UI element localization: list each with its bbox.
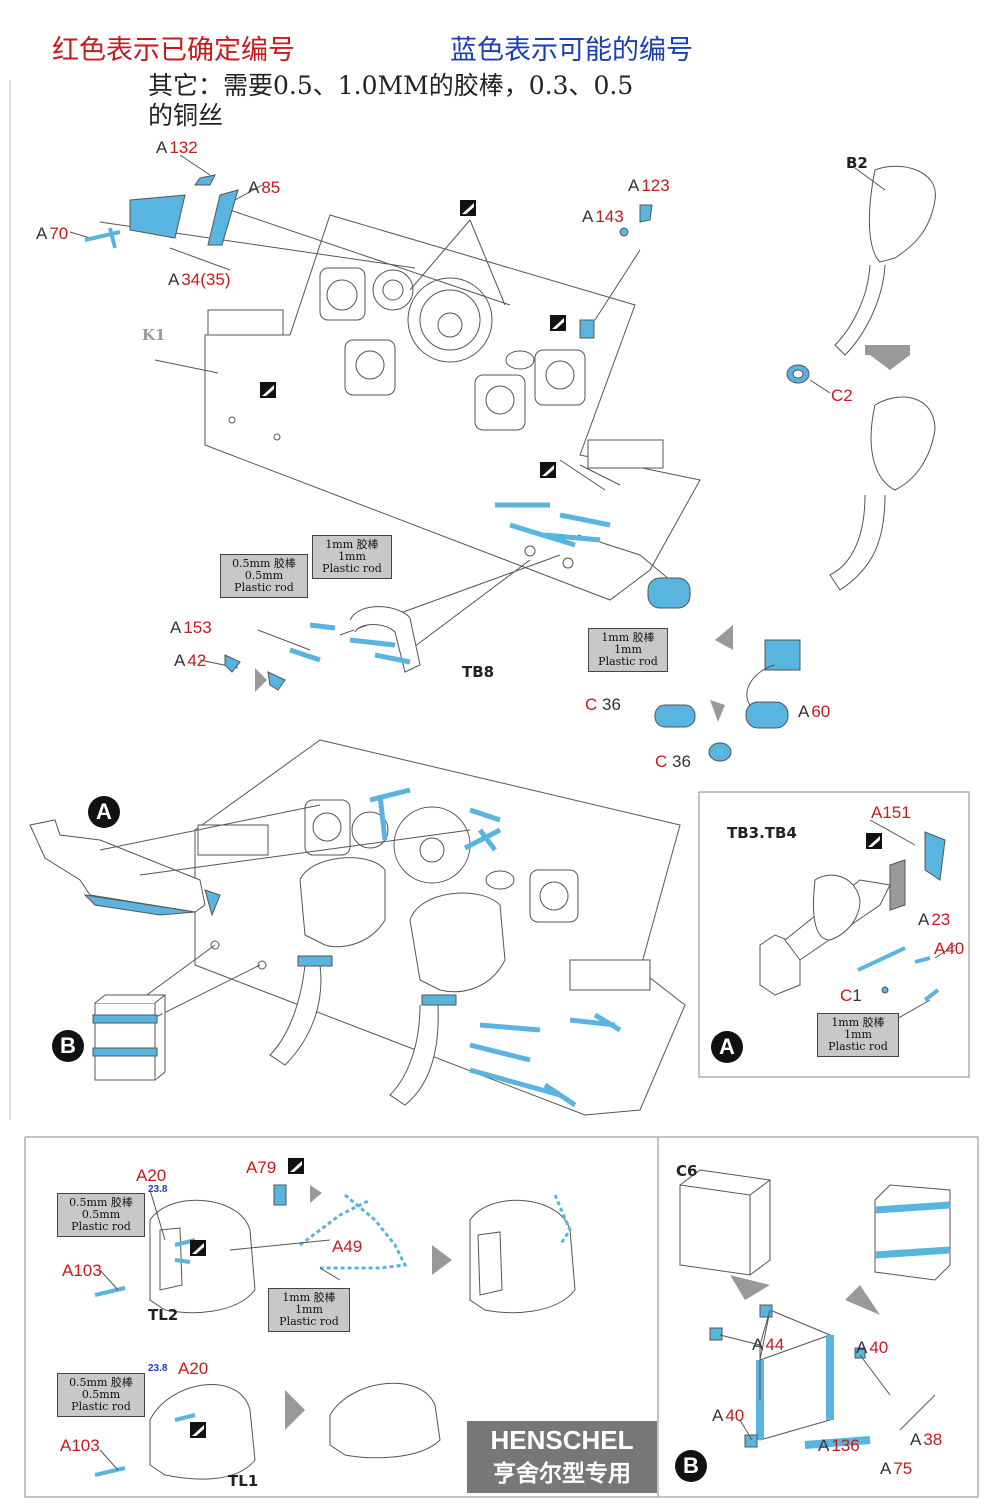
blue-legend: 蓝色表示可能的编号 bbox=[450, 35, 693, 66]
hatch-1 bbox=[319, 267, 366, 321]
label-b2: B2 bbox=[846, 154, 868, 172]
callout-b-bottom: B bbox=[675, 1450, 707, 1482]
henschel-cn: 亨舍尔型专用 bbox=[493, 1461, 631, 1487]
label-a40-tb: A40 bbox=[934, 939, 965, 958]
label-tl2: TL2 bbox=[148, 1306, 179, 1324]
label-c36-b: C 36 bbox=[655, 752, 691, 771]
label-c2: C2 bbox=[831, 386, 853, 405]
label-a103-top: A103 bbox=[62, 1261, 102, 1280]
label-23-8-bot: 23.8 bbox=[148, 1363, 168, 1374]
label-c6: C6 bbox=[676, 1162, 698, 1180]
label-c1: C1 bbox=[840, 986, 862, 1005]
other-note-line2: 的铜丝 bbox=[148, 101, 224, 130]
label-a151: A151 bbox=[871, 803, 911, 822]
label-c36-a: C 36 bbox=[585, 695, 621, 714]
red-legend: 红色表示已确定编号 bbox=[52, 35, 295, 66]
other-note-line1: 其它：需要0.5、1.0MM的胶棒，0.3、0.5 bbox=[148, 71, 634, 100]
label-a20-top: A20 bbox=[136, 1166, 167, 1185]
label-23-8-top: 23.8 bbox=[148, 1184, 168, 1195]
henschel-name: HENSCHEL bbox=[490, 1425, 634, 1455]
label-tl1: TL1 bbox=[228, 1472, 259, 1490]
label-a49: A49 bbox=[332, 1237, 363, 1256]
label-tb8: TB8 bbox=[462, 663, 495, 681]
callout-b-mid: B bbox=[52, 1030, 84, 1062]
label-a79: A79 bbox=[246, 1158, 277, 1177]
label-a20-bot: A20 bbox=[178, 1359, 209, 1378]
henschel-badge: HENSCHEL 亨舍尔型专用 bbox=[467, 1421, 657, 1493]
callout-a-mid: A bbox=[88, 796, 120, 828]
label-tb3-tb4: TB3.TB4 bbox=[727, 824, 797, 842]
label-a103-bot: A103 bbox=[60, 1436, 100, 1455]
label-k1: K1 bbox=[142, 326, 166, 344]
callout-a-tb: A bbox=[711, 1031, 743, 1063]
